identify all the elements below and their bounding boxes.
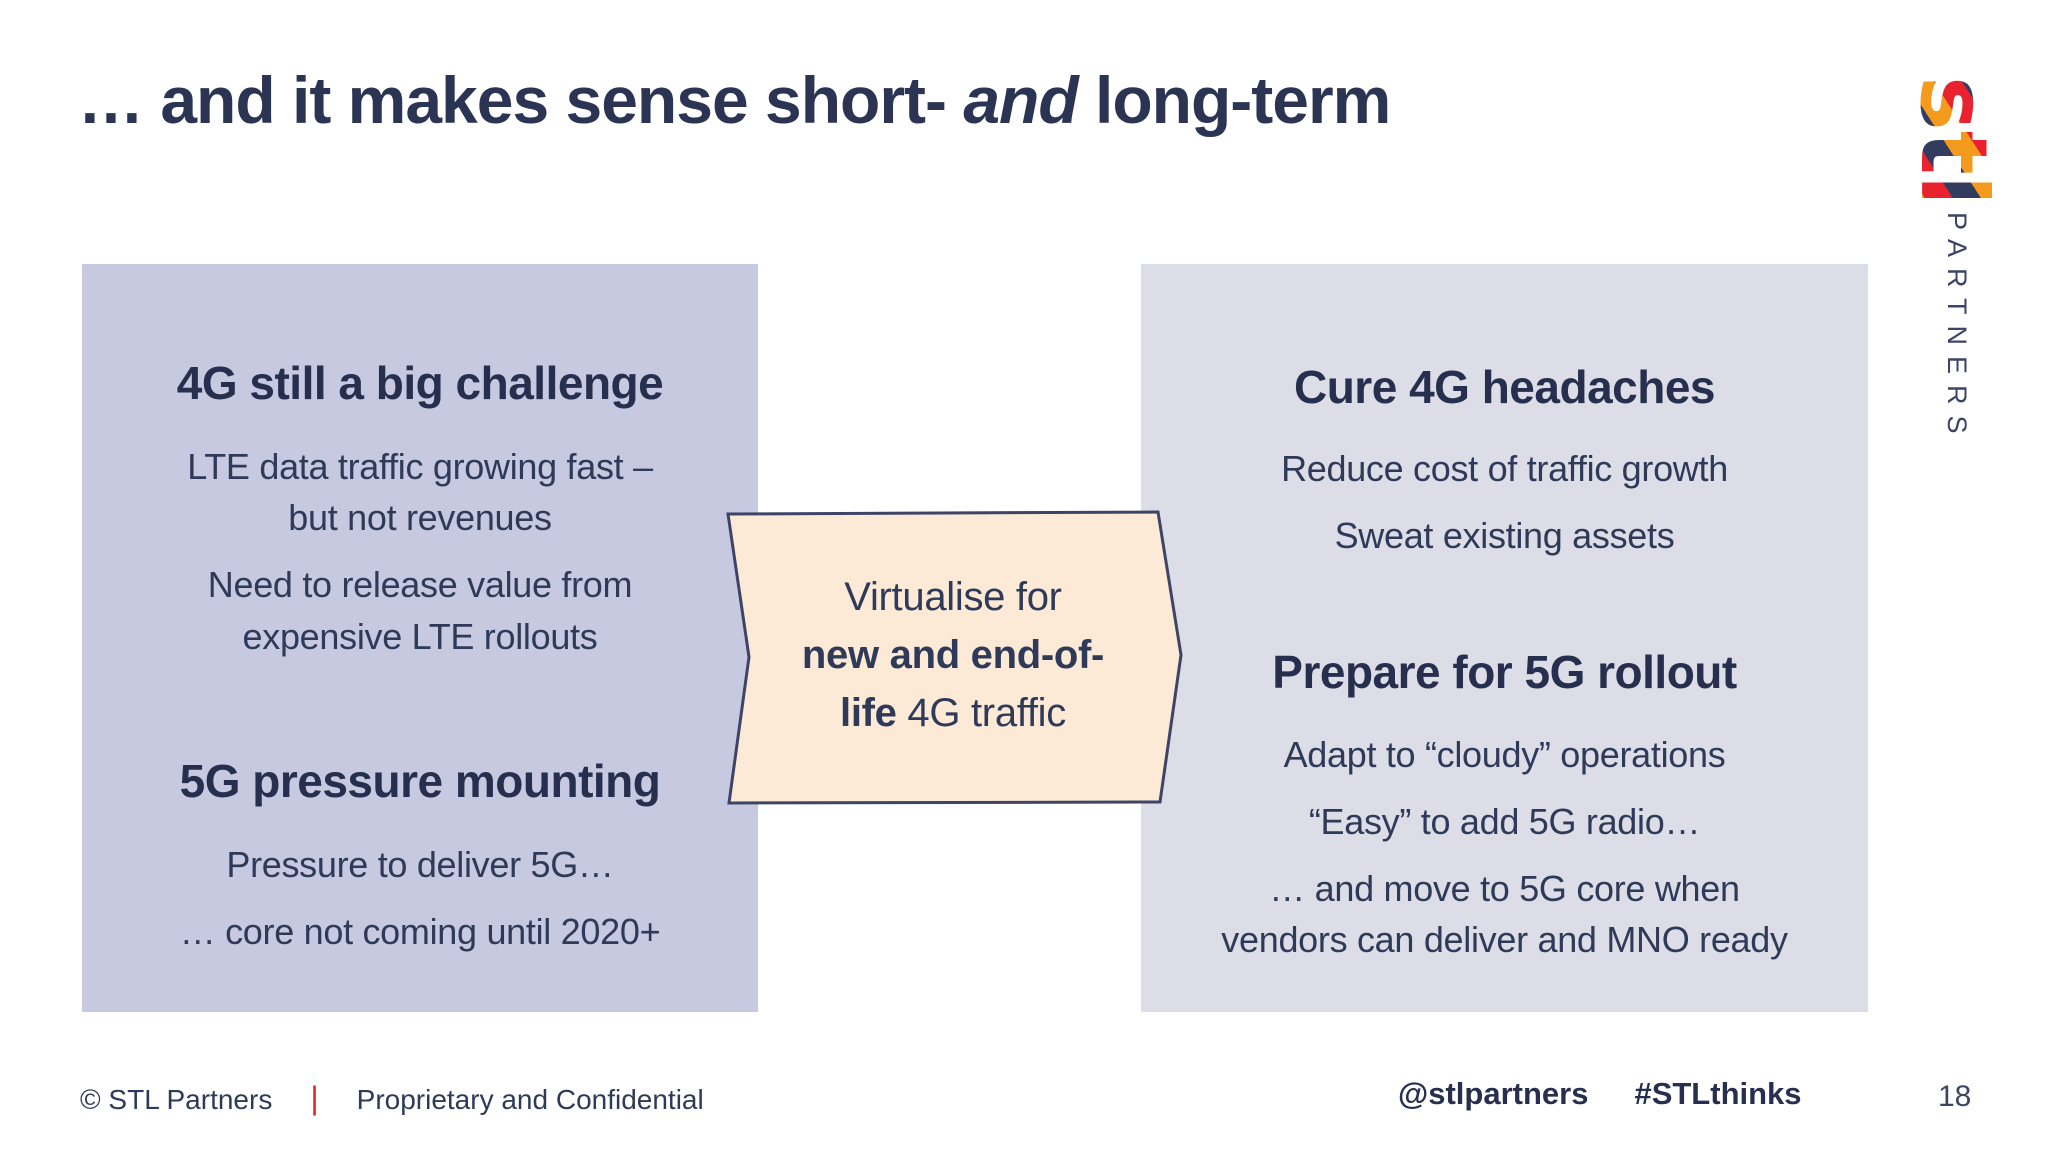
right-section2-point: Adapt to “cloudy” operations [1141,729,1868,780]
stl-monogram-text: stl [1916,76,1996,198]
point-line: Adapt to “cloudy” operations [1283,733,1726,775]
right-arrow-shape-icon [726,510,1183,805]
right-section2-point: “Easy” to add 5G radio… [1141,796,1868,847]
point-line: LTE data traffic growing fast – [187,446,653,488]
left-panel: 4G still a big challenge LTE data traffi… [82,264,758,1012]
arrow-line-2: new and end-of- [801,633,1105,677]
footer-social: @stlpartners #STLthinks [1398,1076,1802,1112]
footer-hashtag: #STLthinks [1634,1076,1802,1111]
right-panel: Cure 4G headaches Reduce cost of traffic… [1141,264,1868,1012]
point-line: “Easy” to add 5G radio… [1308,800,1701,842]
right-section1-heading: Cure 4G headaches [1293,361,1716,413]
right-section2-heading: Prepare for 5G rollout [1272,646,1737,699]
page-number: 18 [1938,1080,1972,1113]
partners-wordmark: PARTNERS [1942,212,1972,445]
left-section2-heading: 5G pressure mounting [179,754,661,807]
stl-logo-icon: stl [1916,76,1996,198]
arrow-banner: Virtualise for new and end-of- life 4G t… [720,503,1190,807]
footer-social-handle: @stlpartners [1398,1076,1589,1111]
right-section1-point: Sweat existing assets [1141,510,1868,561]
arrow-line-3: life 4G traffic [840,684,1066,742]
arrow-line-3-regular: 4G traffic [896,691,1066,735]
point-line: Pressure to deliver 5G… [226,843,614,885]
footer-left: © STL Partners | Proprietary and Confide… [80,1080,704,1117]
point-line: Reduce cost of traffic growth [1281,448,1728,490]
arrow-banner-text: Virtualise for new and end-of- life 4G t… [748,509,1158,801]
point-line: expensive LTE rollouts [242,615,598,657]
left-section1-heading: 4G still a big challenge [176,357,664,409]
title-emphasis: and [963,63,1078,137]
point-line: … core not coming until 2020+ [179,910,661,952]
footer-separator: | [310,1080,319,1116]
left-section2-point: … core not coming until 2020+ [82,906,758,957]
point-line: but not revenues [288,497,552,539]
left-section1-point: LTE data traffic growing fast – but not … [82,441,758,543]
page-title: … and it makes sense short- and long-ter… [78,64,1578,137]
right-section2-point: … and move to 5G core when vendors can d… [1141,863,1868,965]
left-section2-point: Pressure to deliver 5G… [82,839,758,890]
footer-copyright: © STL Partners [80,1084,273,1115]
arrow-line-1: Virtualise for [844,575,1062,619]
right-section1-point: Reduce cost of traffic growth [1141,443,1868,494]
footer-confidentiality: Proprietary and Confidential [356,1084,704,1115]
point-line: vendors can deliver and MNO ready [1221,918,1788,960]
arrow-line-3-bold: life [840,691,897,735]
point-line: Need to release value from [207,564,633,606]
title-prefix: … and it makes sense short- [78,63,964,137]
point-line: Sweat existing assets [1334,515,1675,557]
point-line: … and move to 5G core when [1269,867,1740,909]
title-suffix: long-term [1077,63,1391,137]
left-section1-point: Need to release value from expensive LTE… [82,559,758,661]
